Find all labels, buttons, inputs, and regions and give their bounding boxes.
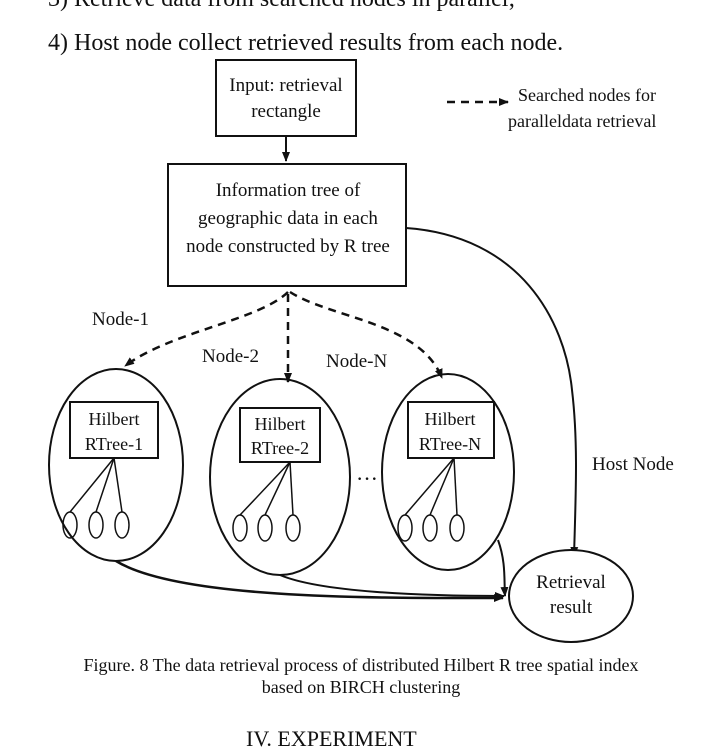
hilbert-tree-1-line2: RTree-1 bbox=[85, 434, 143, 454]
hilbert-tree-n-line2: RTree-N bbox=[419, 434, 481, 454]
retrieval-process-diagram: Input: retrieval rectangle Searched node… bbox=[48, 59, 674, 643]
dashed-arrow-node-1 bbox=[124, 291, 289, 367]
leaf-node bbox=[257, 514, 273, 542]
hilbert-tree-1-line1: Hilbert bbox=[89, 409, 140, 429]
leaf-node bbox=[422, 514, 438, 542]
partial-previous-line: 3) Retrieve data from searched nodes in … bbox=[48, 0, 515, 13]
leaf-node bbox=[88, 511, 104, 539]
node-n-label: Node-N bbox=[326, 351, 387, 372]
retrieval-result-ellipse bbox=[508, 549, 634, 643]
node-n-ellipse bbox=[381, 373, 515, 571]
hilbert-tree-n-line1: Hilbert bbox=[425, 409, 476, 429]
node-2-label: Node-2 bbox=[202, 346, 259, 367]
input-box-line2: rectangle bbox=[251, 101, 321, 122]
hilbert-tree-2-line2: RTree-2 bbox=[251, 438, 309, 458]
host-node-label: Host Node bbox=[592, 454, 674, 475]
info-box-line3: node constructed by R tree bbox=[186, 236, 390, 257]
result-line1: Retrieval bbox=[536, 572, 606, 593]
legend-line1: Searched nodes for bbox=[518, 85, 656, 105]
legend-line2: paralleldata retrieval bbox=[508, 111, 656, 131]
ellipsis-dots: ··· bbox=[356, 466, 378, 491]
leaf-node bbox=[449, 514, 465, 542]
input-box bbox=[215, 59, 357, 137]
leaf-node bbox=[397, 514, 413, 542]
figure-caption: Figure. 8 The data retrieval process of … bbox=[0, 654, 722, 698]
hilbert-tree-n-box bbox=[407, 401, 495, 459]
hilbert-tree-2-line1: Hilbert bbox=[255, 414, 306, 434]
result-arrow-node-1 bbox=[115, 559, 504, 603]
node-1-label: Node-1 bbox=[92, 309, 149, 330]
info-box-line1: Information tree of bbox=[216, 180, 361, 201]
step-4-text: 4) Host node collect retrieved results f… bbox=[48, 30, 564, 56]
hilbert-tree-2-box bbox=[239, 407, 321, 463]
result-arrow-node-n bbox=[497, 539, 509, 597]
input-box-line1: Input: retrieval bbox=[229, 75, 342, 96]
leaf-node bbox=[285, 514, 301, 542]
info-box-line2: geographic data in each bbox=[198, 208, 378, 229]
leaf-node bbox=[114, 511, 130, 539]
info-tree-box bbox=[167, 163, 407, 287]
host-node-arrow bbox=[405, 227, 579, 557]
dashed-arrow-node-n bbox=[289, 290, 444, 379]
section-heading: IV. EXPERIMENT bbox=[246, 726, 417, 751]
caption-line-1: Figure. 8 The data retrieval process of … bbox=[83, 655, 639, 675]
leaf-node bbox=[62, 511, 78, 539]
caption-line-2: based on BIRCH clustering bbox=[261, 677, 461, 697]
leaf-node bbox=[232, 514, 248, 542]
result-arrow-node-2 bbox=[279, 574, 505, 600]
result-line2: result bbox=[550, 597, 593, 618]
